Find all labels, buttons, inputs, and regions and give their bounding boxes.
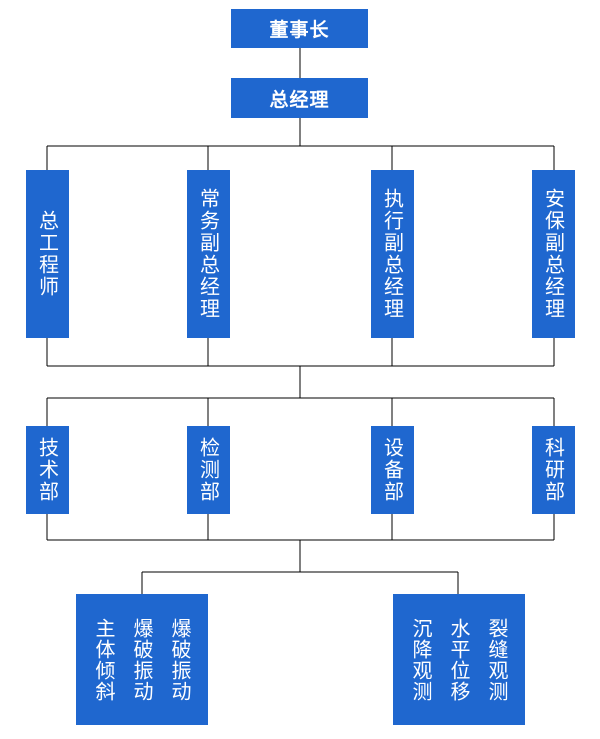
chairman-label: 董事长 <box>269 19 330 41</box>
task-label: 爆破振动 <box>130 617 154 702</box>
dept-box-equipment: 设备部 <box>371 426 414 514</box>
general-manager-label: 总经理 <box>269 88 330 111</box>
task-box-left: 爆破振动 爆破振动 主体倾斜 <box>76 594 208 725</box>
vp-box-executive-deputy: 常务副总经理 <box>187 170 230 338</box>
vp-label: 安保副总经理 <box>541 188 566 320</box>
task-label: 裂缝观测 <box>485 617 509 702</box>
dept-label: 设备部 <box>380 437 405 503</box>
vp-box-security-deputy: 安保副总经理 <box>532 170 575 338</box>
dept-label: 科研部 <box>541 437 566 503</box>
dept-box-research: 科研部 <box>532 426 575 514</box>
task-box-right: 裂缝观测 水平位移 沉降观测 <box>393 594 525 725</box>
vp-label: 总工程师 <box>35 210 60 298</box>
vp-box-acting-deputy: 执行副总经理 <box>371 170 414 338</box>
task-label: 主体倾斜 <box>92 617 116 702</box>
dept-box-technical: 技术部 <box>26 426 69 514</box>
general-manager-box: 总经理 <box>231 78 368 118</box>
vp-label: 执行副总经理 <box>380 188 405 320</box>
task-label: 水平位移 <box>447 617 471 702</box>
vp-box-chief-engineer: 总工程师 <box>26 170 69 338</box>
dept-label: 技术部 <box>35 437 60 503</box>
vp-label: 常务副总经理 <box>196 188 221 320</box>
task-label: 爆破振动 <box>168 617 192 702</box>
chairman-box: 董事长 <box>231 9 368 48</box>
task-label: 沉降观测 <box>409 617 433 702</box>
dept-label: 检测部 <box>196 437 221 503</box>
dept-box-inspection: 检测部 <box>187 426 230 514</box>
